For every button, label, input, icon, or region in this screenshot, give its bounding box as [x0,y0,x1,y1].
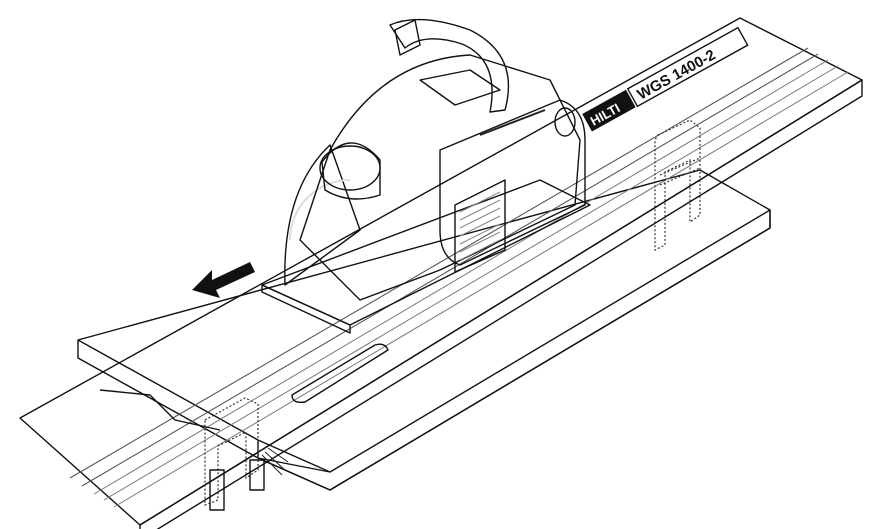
rail-model-label: WGS 1400-2 [634,46,718,103]
rail-clamp-right [654,119,701,251]
cut-direction-arrow [192,262,255,298]
brand-logo [582,89,636,132]
rail-label-plate: HILTI WGS 1400-2 [582,26,749,132]
rail-clamp-left [204,397,289,511]
workpiece-board [77,169,771,491]
circular-saw [261,18,591,334]
guide-rail [19,17,863,529]
